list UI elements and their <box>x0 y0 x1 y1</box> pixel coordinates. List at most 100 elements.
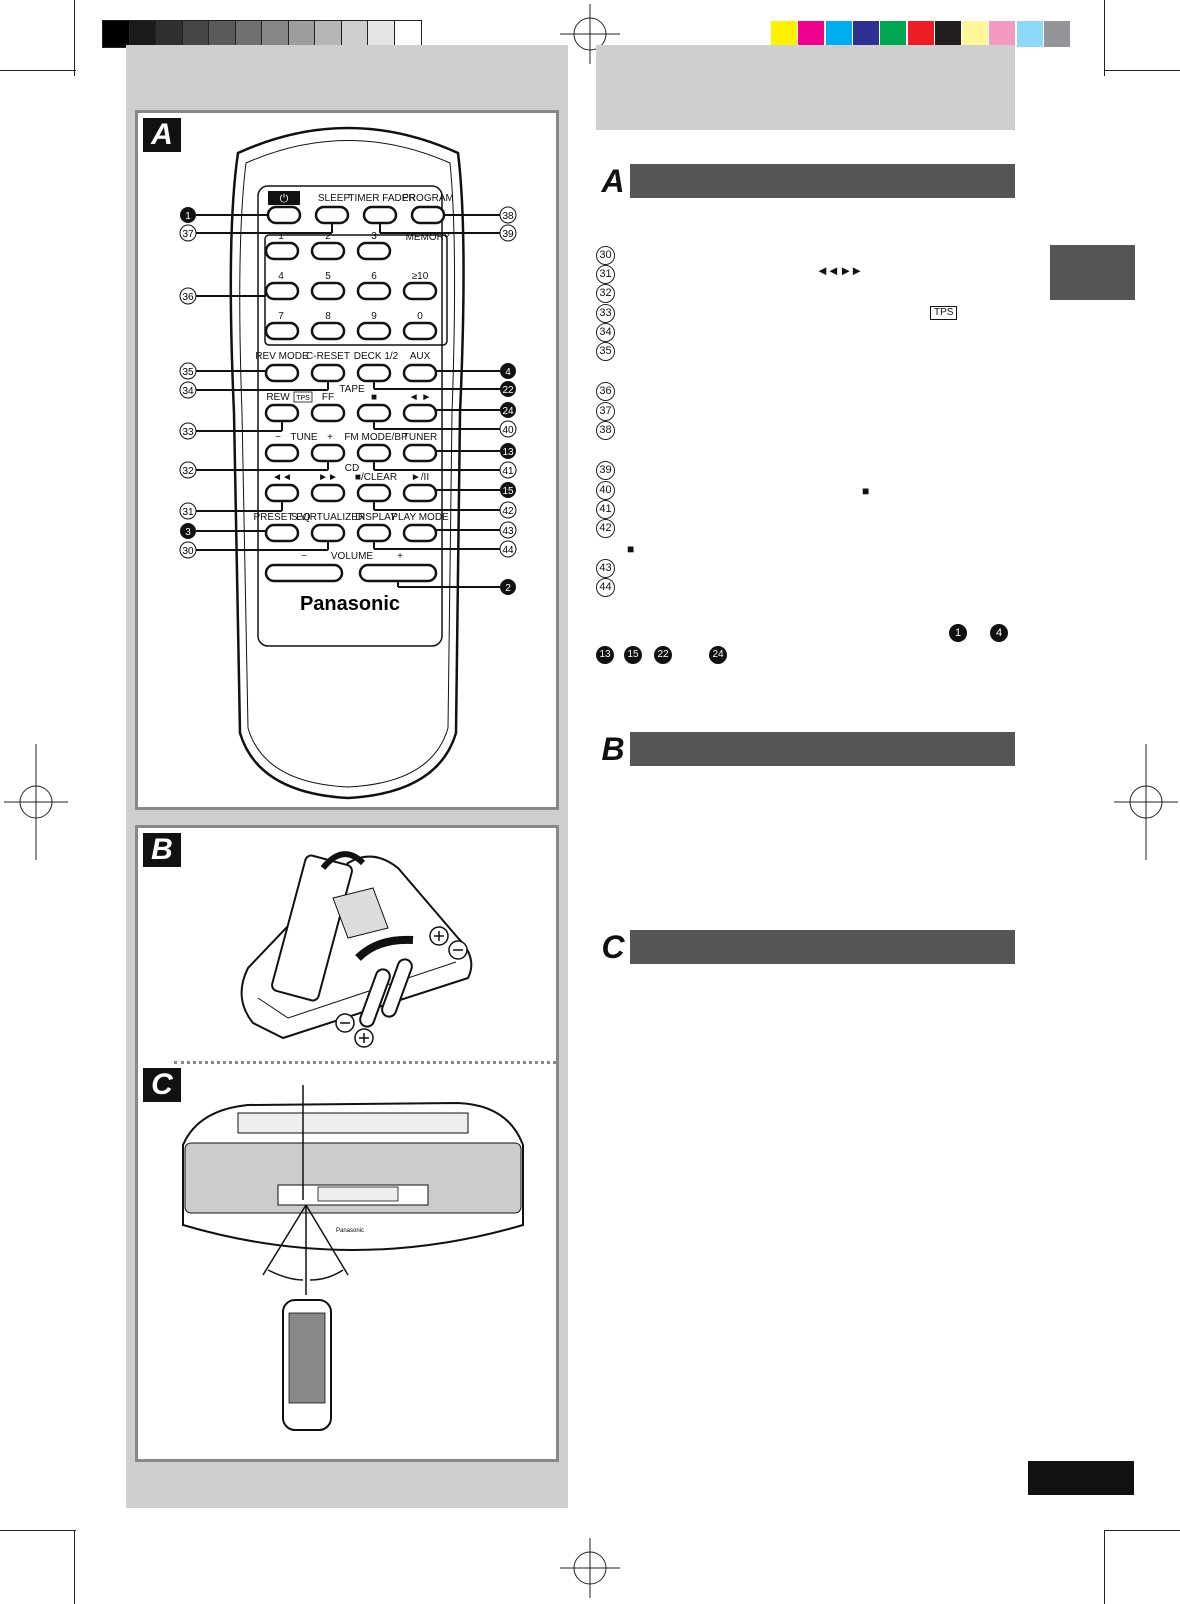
stop-symbol-2: ■ <box>627 542 635 556</box>
volume-minus-label: − <box>301 551 307 562</box>
volume-label: VOLUME <box>331 551 374 562</box>
callout-13: 13 <box>502 447 514 458</box>
num-9-button[interactable] <box>356 321 392 341</box>
fm-mode-label: FM MODE/BP <box>344 432 408 443</box>
color-swatch <box>852 21 879 47</box>
display-label: DISPLAY <box>355 512 397 523</box>
aux-label: AUX <box>410 351 431 362</box>
callout-41: 41 <box>502 466 514 477</box>
remote-control-diagram: ⏻ SLEEP TIMER FADER PROGRAM MEMORY 1 2 3… <box>179 126 517 800</box>
c-reset-button[interactable] <box>310 363 346 383</box>
section-c-header: C <box>596 930 1015 964</box>
power-label-block <box>268 191 300 205</box>
program-button[interactable] <box>410 205 446 225</box>
num-0-button[interactable] <box>402 321 438 341</box>
section-a-header: A <box>596 164 1015 198</box>
panel-b-tag: B <box>143 833 181 867</box>
play-mode-button[interactable] <box>402 523 438 543</box>
ref-22: 22 <box>654 646 672 664</box>
tape-label: TAPE <box>339 384 365 395</box>
play-pause-icon: ►/II <box>411 472 429 483</box>
num-7-label: 7 <box>278 311 284 322</box>
ff-button[interactable] <box>310 403 346 423</box>
volume-down-button[interactable] <box>264 563 344 583</box>
num-5-label: 5 <box>325 271 331 282</box>
callout-2: 2 <box>505 583 511 594</box>
num-8-label: 8 <box>325 311 331 322</box>
direction-icon: ◄ ► <box>409 392 432 403</box>
callout-43: 43 <box>502 526 514 537</box>
stop-symbol: ■ <box>862 484 870 498</box>
ref-1: 1 <box>949 624 967 642</box>
program-label: PROGRAM <box>402 193 454 204</box>
tune-plus-button[interactable] <box>310 443 346 463</box>
tune-minus-button[interactable] <box>264 443 300 463</box>
rew-label: REW <box>266 392 290 403</box>
fm-mode-button[interactable] <box>356 443 392 463</box>
list-marker-32: 32 <box>596 284 615 303</box>
list-marker-41: 41 <box>596 500 615 519</box>
power-icon: ⏻ <box>280 193 289 205</box>
tuner-button[interactable] <box>402 443 438 463</box>
play-mode-label: PLAY MODE <box>391 512 449 523</box>
panel-divider-dotted <box>174 1061 556 1064</box>
num-7-button[interactable] <box>264 321 300 341</box>
skip-forward-icon: ►► <box>318 472 338 483</box>
left-callouts: 1 37 36 35 34 33 32 31 3 30 <box>179 207 197 559</box>
tps-box <box>293 391 313 403</box>
rev-mode-button[interactable] <box>264 363 300 383</box>
s-virtualizer-button[interactable] <box>310 523 346 543</box>
header-gray-block <box>596 45 1015 130</box>
timer-fader-button[interactable] <box>362 205 398 225</box>
num-2-button[interactable] <box>310 241 346 261</box>
skip-forward-button[interactable] <box>310 483 346 503</box>
volume-up-button[interactable] <box>358 563 438 583</box>
rev-mode-label: REV MODE <box>255 351 309 362</box>
num-1-button[interactable] <box>264 241 300 261</box>
ref-24: 24 <box>709 646 727 664</box>
num-4-button[interactable] <box>264 281 300 301</box>
skip-back-button[interactable] <box>264 483 300 503</box>
list-marker-30: 30 <box>596 246 615 265</box>
num-8-button[interactable] <box>310 321 346 341</box>
cd-clear-button[interactable] <box>356 483 392 503</box>
callout-40: 40 <box>502 425 514 436</box>
callout-31: 31 <box>182 507 194 518</box>
list-marker-33: 33 <box>596 304 615 323</box>
callout-24: 24 <box>502 406 514 417</box>
num-3-button[interactable] <box>356 241 392 261</box>
page-number-box <box>1028 1461 1134 1495</box>
callout-34: 34 <box>182 386 194 397</box>
side-tab-marker <box>1050 245 1135 300</box>
num-5-button[interactable] <box>310 281 346 301</box>
callout-33: 33 <box>182 427 194 438</box>
list-marker-44: 44 <box>596 578 615 597</box>
color-swatch <box>771 21 797 47</box>
color-swatch <box>1016 21 1043 47</box>
battery-installation-diagram <box>240 851 473 1048</box>
num-6-button[interactable] <box>356 281 392 301</box>
gray-swatch <box>367 20 395 48</box>
skip-back-icon: ◄◄ <box>272 472 292 483</box>
list-marker-43: 43 <box>596 559 615 578</box>
color-swatch <box>907 21 934 47</box>
power-button[interactable] <box>266 205 302 225</box>
tape-stop-button[interactable] <box>356 403 392 423</box>
right-callouts: 38 39 4 22 24 40 13 41 15 42 43 44 2 <box>499 206 517 595</box>
ref-15: 15 <box>624 646 642 664</box>
section-b-header: B <box>596 732 1015 766</box>
num-10-button[interactable] <box>402 281 438 301</box>
rew-button[interactable] <box>264 403 300 423</box>
preset-eq-button[interactable] <box>264 523 300 543</box>
play-pause-button[interactable] <box>402 483 438 503</box>
aux-button[interactable] <box>402 363 438 383</box>
ref-4: 4 <box>990 624 1008 642</box>
display-button[interactable] <box>356 523 392 543</box>
deck-label: DECK 1/2 <box>354 351 399 362</box>
deck-button[interactable] <box>356 363 392 383</box>
sleep-button[interactable] <box>314 205 350 225</box>
color-swatch <box>934 21 961 47</box>
tape-direction-button[interactable] <box>402 403 438 423</box>
gray-swatch <box>181 20 210 48</box>
